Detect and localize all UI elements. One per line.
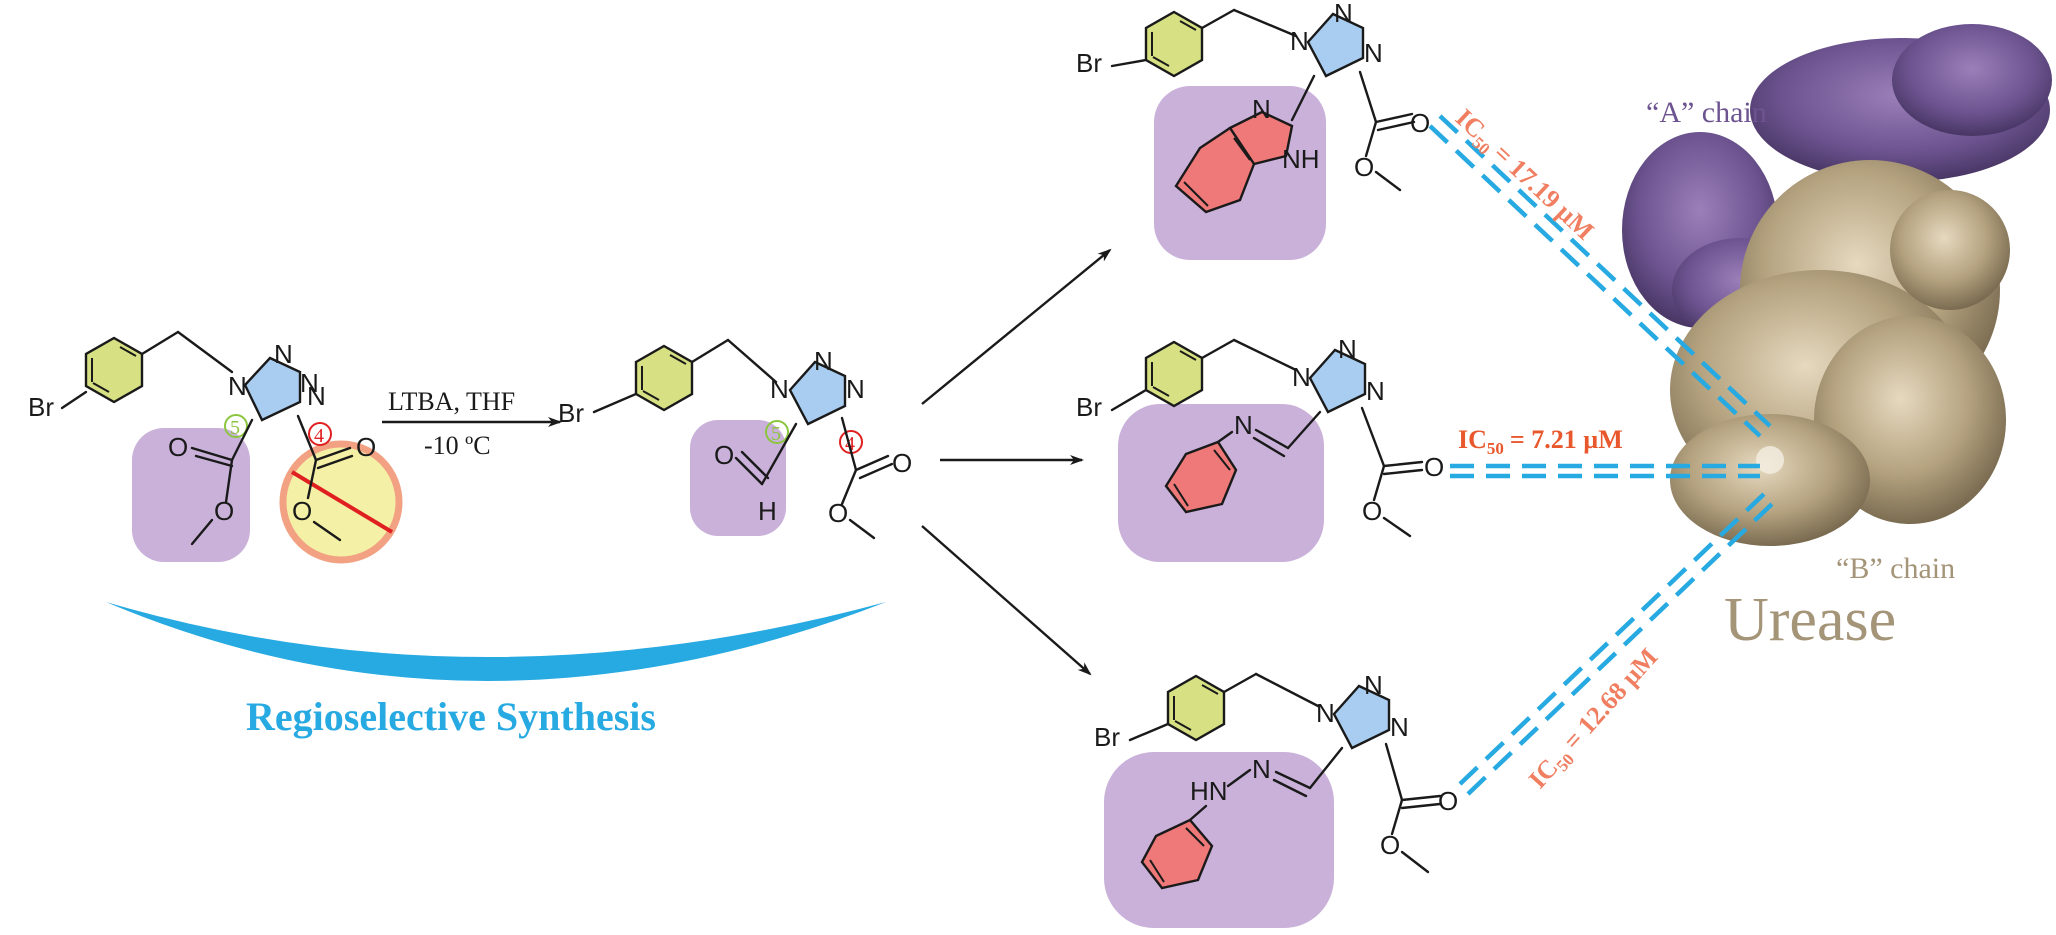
pos4-label: 4	[314, 425, 324, 447]
svg-text:O: O	[1410, 108, 1430, 138]
aldehyde-highlight	[690, 420, 786, 536]
svg-text:O: O	[168, 432, 188, 462]
svg-text:N: N	[1234, 410, 1253, 440]
svg-text:N: N	[1252, 94, 1271, 124]
svg-text:N: N	[1364, 38, 1383, 68]
svg-text:H: H	[758, 496, 777, 526]
chain-b	[1670, 160, 2010, 546]
svg-text:HN: HN	[1190, 776, 1228, 806]
svg-text:N: N	[300, 368, 319, 398]
svg-text:N: N	[228, 371, 247, 401]
product-imine: Br N N N N O O	[1076, 334, 1444, 562]
svg-text:N: N	[1338, 334, 1357, 364]
reagents-bottom: -10 ºC	[424, 431, 491, 460]
svg-text:N: N	[1390, 712, 1409, 742]
blue-arc	[106, 602, 886, 681]
svg-text:O: O	[356, 432, 376, 462]
svg-text:IC50= 12.68 µM: IC50= 12.68 µM	[1523, 643, 1666, 797]
pos5-label: 5	[230, 417, 240, 439]
svg-text:O: O	[214, 496, 234, 526]
synthesis-label: Regioselective Synthesis	[246, 694, 656, 739]
ester5-highlight	[132, 428, 250, 562]
svg-text:5: 5	[771, 423, 781, 445]
svg-text:N: N	[1290, 26, 1309, 56]
cross-out-line	[290, 470, 394, 534]
benzene-ring	[84, 336, 144, 404]
svg-text:N: N	[274, 339, 293, 369]
product-benzimidazole: Br N N N N NH O O	[1076, 0, 1430, 260]
svg-text:O: O	[1354, 152, 1374, 182]
reaction-arrow-1: LTBA, THF -10 ºC	[382, 387, 562, 460]
product-hydrazone: Br N N N N HN O O	[1094, 670, 1458, 928]
svg-text:O: O	[292, 496, 312, 526]
svg-text:N: N	[1364, 670, 1383, 700]
urease-protein: “A” chain “B” chain Urease	[1622, 24, 2052, 654]
ic50-top-label: IC50= 17.19 µM	[1447, 103, 1600, 248]
urease-label: Urease	[1724, 586, 1896, 654]
ic50-bottom-label: IC50= 12.68 µM	[1523, 643, 1666, 797]
svg-text:N: N	[770, 374, 789, 404]
svg-text:O: O	[1424, 452, 1444, 482]
svg-text:N: N	[1316, 698, 1335, 728]
svg-text:O: O	[828, 498, 848, 528]
svg-text:NH: NH	[1282, 144, 1320, 174]
svg-text:Br: Br	[1076, 392, 1102, 422]
branch-arrows	[921, 248, 1112, 676]
aldehyde-intermediate: Br N N N 5 4 O H O O	[558, 338, 912, 540]
svg-text:O: O	[1362, 496, 1382, 526]
svg-text:O: O	[1380, 830, 1400, 860]
svg-text:O: O	[892, 448, 912, 478]
svg-text:O: O	[714, 440, 734, 470]
svg-text:Br: Br	[558, 398, 584, 428]
svg-text:O: O	[1438, 786, 1458, 816]
starting-material: Br N N N N 5 4 O O O O	[28, 330, 403, 564]
svg-text:N: N	[1366, 376, 1385, 406]
chain-a-label: “A” chain	[1646, 96, 1767, 129]
svg-text:N: N	[1334, 0, 1353, 28]
svg-text:N: N	[1292, 362, 1311, 392]
ic50-mid-label: IC50= 7.21 µM	[1458, 425, 1623, 458]
triazole-ring	[243, 356, 302, 422]
svg-text:IC50= 7.21 µM: IC50= 7.21 µM	[1458, 425, 1623, 458]
svg-text:Br: Br	[1076, 48, 1102, 78]
svg-text:N: N	[307, 381, 326, 411]
svg-text:N: N	[846, 374, 865, 404]
binding-interactions	[1428, 114, 1774, 796]
regioselective-banner: Regioselective Synthesis	[106, 602, 886, 739]
chain-b-label: “B” chain	[1836, 552, 1955, 585]
svg-text:Br: Br	[1094, 722, 1120, 752]
svg-text:IC50= 17.19 µM: IC50= 17.19 µM	[1447, 103, 1600, 248]
svg-text:N: N	[814, 346, 833, 376]
svg-text:N: N	[1252, 754, 1271, 784]
reagents-top: LTBA, THF	[388, 387, 515, 416]
bromine-label: Br	[28, 392, 54, 422]
